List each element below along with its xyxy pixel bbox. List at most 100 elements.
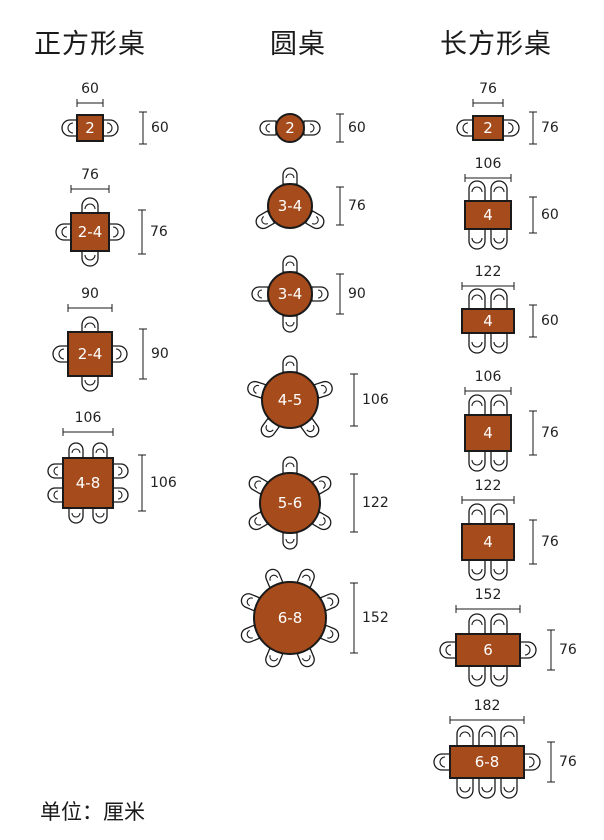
capacity-label: 4-5 <box>278 391 303 409</box>
rectangle-table-top <box>455 633 521 667</box>
unit-note: 单位：厘米 <box>40 800 145 824</box>
capacity-label: 2 <box>483 119 493 137</box>
chair <box>68 507 84 524</box>
chair <box>468 288 486 310</box>
chair <box>108 223 125 241</box>
chair <box>55 223 72 241</box>
round-table-top <box>267 183 313 229</box>
rectangle-table-top <box>461 523 515 561</box>
dimension-line <box>350 473 358 533</box>
width-dimension: 76 <box>559 642 577 658</box>
rectangle-table-top <box>464 414 512 452</box>
width-dimension: 76 <box>541 534 559 550</box>
length-dimension: 106 <box>475 369 502 385</box>
chair <box>282 167 298 185</box>
chair <box>490 332 508 354</box>
dimension-line <box>472 99 504 107</box>
chair <box>47 463 64 479</box>
chair <box>313 380 333 399</box>
capacity-label: 6 <box>483 641 493 659</box>
dimension-line <box>139 111 147 145</box>
capacity-label: 4 <box>483 312 493 330</box>
chair <box>81 316 99 333</box>
capacity-label: 2-4 <box>78 223 103 241</box>
chair <box>112 463 129 479</box>
dimension-line <box>547 629 555 671</box>
dimension-line <box>76 99 104 107</box>
diameter-dimension: 90 <box>348 286 366 302</box>
rectangle-table-top <box>461 308 515 334</box>
dimension-line <box>455 605 521 613</box>
depth-dimension: 106 <box>150 475 177 491</box>
rectangle-table-title: 长方形桌 <box>440 29 552 60</box>
chair <box>61 119 78 137</box>
capacity-label: 4 <box>483 424 493 442</box>
chair <box>68 442 84 459</box>
dimension-line <box>449 716 525 724</box>
chair <box>92 442 108 459</box>
chair <box>468 559 486 581</box>
capacity-label: 3-4 <box>278 197 303 215</box>
width-dimension: 90 <box>81 286 99 302</box>
dimension-line <box>350 373 358 427</box>
chair <box>468 332 486 354</box>
round-table-top <box>267 271 313 317</box>
chair <box>282 255 298 273</box>
chair <box>52 345 69 363</box>
chair <box>490 613 508 635</box>
dimension-line <box>139 328 147 380</box>
dimension-line <box>62 428 114 436</box>
chair <box>247 380 267 399</box>
chair <box>111 345 128 363</box>
dimension-line <box>529 111 537 145</box>
chair <box>282 315 298 333</box>
chair <box>456 119 474 137</box>
length-dimension: 122 <box>475 264 502 280</box>
width-dimension: 106 <box>75 410 102 426</box>
dimension-line <box>461 496 515 504</box>
dimension-line <box>461 282 515 290</box>
depth-dimension: 60 <box>151 120 169 136</box>
rectangle-table-top <box>449 745 525 779</box>
dimension-line <box>336 113 344 143</box>
width-dimension: 76 <box>541 120 559 136</box>
capacity-label: 6-8 <box>278 609 303 627</box>
capacity-label: 2 <box>285 119 295 137</box>
chair <box>468 503 486 525</box>
length-dimension: 106 <box>475 156 502 172</box>
round-table-title: 圆桌 <box>270 29 326 60</box>
chair <box>260 417 281 438</box>
width-dimension: 60 <box>541 313 559 329</box>
length-dimension: 122 <box>475 478 502 494</box>
chair <box>299 417 320 438</box>
chair <box>303 120 321 136</box>
chair <box>490 450 508 472</box>
length-dimension: 76 <box>479 81 497 97</box>
rectangle-table-top <box>464 200 512 230</box>
dimension-line <box>70 185 110 193</box>
width-dimension: 60 <box>541 207 559 223</box>
chair <box>282 456 298 474</box>
length-dimension: 152 <box>475 587 502 603</box>
dimension-line <box>336 186 344 226</box>
capacity-label: 3-4 <box>278 285 303 303</box>
depth-dimension: 90 <box>151 346 169 362</box>
chair <box>490 228 508 250</box>
chair <box>523 753 541 771</box>
chair <box>490 503 508 525</box>
chair <box>490 665 508 687</box>
dimension-line <box>529 519 537 565</box>
round-table-top <box>275 113 305 143</box>
chair <box>500 777 518 799</box>
chair <box>468 394 486 416</box>
square-table-top <box>70 212 110 252</box>
width-dimension: 60 <box>81 81 99 97</box>
chair <box>251 286 269 302</box>
round-table-top <box>259 472 321 534</box>
capacity-label: 4-8 <box>76 474 101 492</box>
square-table-top <box>76 114 104 142</box>
width-dimension: 76 <box>541 425 559 441</box>
dimension-line <box>529 410 537 456</box>
round-table-top <box>261 371 319 429</box>
chair <box>490 559 508 581</box>
